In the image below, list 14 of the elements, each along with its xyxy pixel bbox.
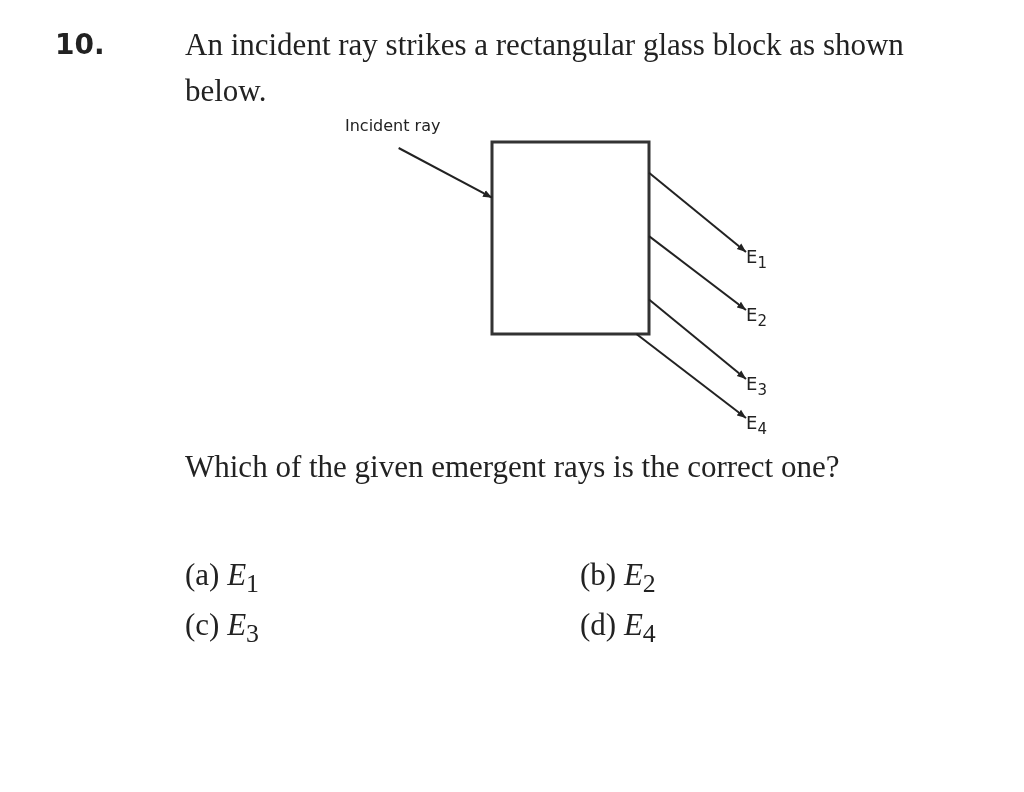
question-text: An incident ray strikes a rectangular glass block as shown below. (185, 26, 905, 110)
emergent-ray-arrow (635, 333, 747, 419)
ray-label: E$_{2}$ (746, 304, 776, 334)
emergent-ray-arrow (648, 298, 747, 380)
glass-block (490, 140, 651, 336)
question-number: 10. (55, 27, 106, 63)
ray-label: E$_{4}$ (746, 412, 776, 442)
emergent-ray-arrow (648, 235, 747, 311)
incident-ray-arrow (397, 147, 493, 199)
emergent-ray-arrow (648, 171, 747, 253)
ray-label: E$_{1}$ (746, 246, 776, 276)
question-text: Which of the given emergent rays is the correct one? (185, 448, 841, 486)
ray-label: E$_{3}$ (746, 373, 776, 403)
ray-label: Incident ray (345, 116, 490, 148)
